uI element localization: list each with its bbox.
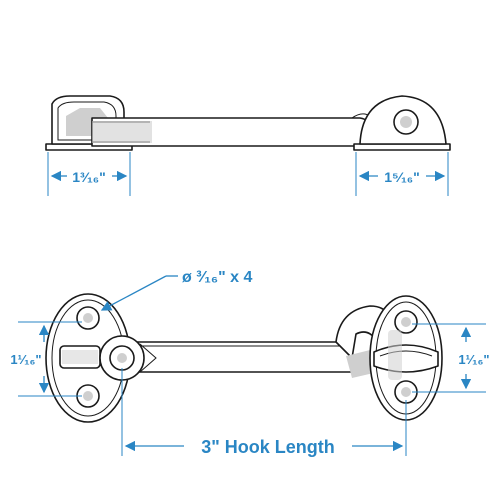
screw-hole-callout: ø ³⁄₁₆" x 4 (100, 269, 252, 311)
dimension-top-left: 1³⁄₁₆" (47, 152, 131, 196)
side-view-right-base (353, 95, 451, 151)
front-view-hook-rod (99, 305, 393, 381)
side-view: 1³⁄₁₆" 1⁵⁄₁₆" (45, 95, 451, 196)
front-view: ø ³⁄₁₆" x 4 1¹⁄₁₆" 1¹⁄₁₆" 3" Hook Length (10, 269, 489, 457)
top-left-width-label: 1³⁄₁₆" (72, 169, 106, 185)
screw-hole-label: ø ³⁄₁₆" x 4 (182, 269, 252, 286)
dimension-hook-length: 3" Hook Length (121, 368, 407, 457)
front-view-left-plate (45, 293, 131, 423)
front-view-right-plate (369, 295, 443, 421)
dimension-left-height: 1¹⁄₁₆" (10, 321, 82, 397)
top-right-width-label: 1⁵⁄₁₆" (384, 169, 420, 185)
right-height-label: 1¹⁄₁₆" (458, 352, 489, 367)
dimension-right-height: 1¹⁄₁₆" (412, 323, 490, 393)
hook-length-label: 3" Hook Length (201, 437, 335, 457)
side-view-hook-rod (91, 113, 377, 147)
dimension-top-right: 1⁵⁄₁₆" (355, 152, 449, 196)
left-height-label: 1¹⁄₁₆" (10, 352, 41, 367)
